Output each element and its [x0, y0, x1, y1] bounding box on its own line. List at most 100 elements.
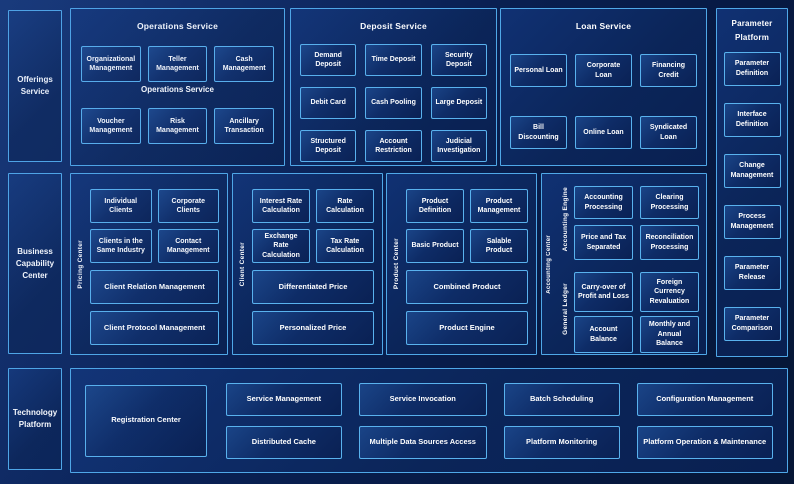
- module-interface-definition: Interface Definition: [723, 102, 781, 137]
- parameter-platform-title: Parameter Platform: [731, 19, 773, 43]
- client-center-content: Interest Rate Calculation Rate Calculati…: [252, 174, 382, 354]
- module-security-deposit: Security Deposit: [430, 44, 487, 76]
- module-online-loan: Online Loan: [575, 116, 632, 149]
- module-salable-product: Salable Product: [470, 229, 528, 263]
- module-exchange-rate-calculation: Exchange Rate Calculation: [252, 229, 310, 263]
- module-account-balance: Account Balance: [574, 316, 633, 353]
- module-personal-loan: Personal Loan: [510, 54, 567, 87]
- module-ancillary-transaction: Ancillary Transaction: [214, 108, 274, 144]
- module-platform-monitoring: Platform Monitoring: [503, 425, 620, 459]
- module-large-deposit: Large Deposit: [430, 87, 487, 119]
- module-distributed-cache: Distributed Cache: [226, 425, 342, 459]
- operations-service-subtitle: Operations Service: [141, 85, 214, 94]
- product-center-panel: Product Center Product Definition Produc…: [386, 173, 537, 355]
- sidebar-technology-platform: Technology Platform: [8, 368, 62, 470]
- module-contact-management: Contact Management: [157, 229, 219, 263]
- module-client-protocol-management: Client Protocol Management: [90, 311, 219, 345]
- module-clients-same-industry: Clients in the Same Industry: [90, 229, 152, 263]
- module-basic-product: Basic Product: [406, 229, 464, 263]
- module-batch-scheduling: Batch Scheduling: [503, 382, 620, 416]
- deposit-service-panel: Deposit Service Demand Deposit Time Depo…: [290, 8, 497, 166]
- general-ledger-label: General Ledger: [561, 283, 569, 335]
- accounting-center-panel: Accounting Center Accounting Engine Acco…: [541, 173, 707, 355]
- client-center-panel: Client Center Interest Rate Calculation …: [232, 173, 383, 355]
- module-reconciliation-processing: Reconciliation Processing: [640, 225, 699, 260]
- module-carry-over-profit-loss: Carry-over of Profit and Loss: [574, 272, 633, 312]
- module-process-management: Process Management: [723, 204, 781, 239]
- module-financing-credit: Financing Credit: [640, 54, 697, 87]
- client-grid: Interest Rate Calculation Rate Calculati…: [252, 189, 374, 263]
- module-debit-card: Debit Card: [300, 87, 357, 119]
- module-cash-management: Cash Management: [214, 46, 274, 82]
- module-service-management: Service Management: [226, 382, 342, 416]
- technology-platform-panel: Registration Center Service Management S…: [70, 368, 788, 473]
- general-ledger-grid: Carry-over of Profit and Loss Foreign Cu…: [574, 272, 699, 354]
- module-teller-management: Teller Management: [147, 46, 208, 82]
- module-personalized-price: Personalized Price: [252, 311, 374, 345]
- module-parameter-definition: Parameter Definition: [723, 51, 781, 86]
- module-risk-management: Risk Management: [147, 108, 208, 144]
- accounting-center-label: Accounting Center: [546, 234, 552, 294]
- technology-platform-grid: Service Management Service Invocation Ba…: [226, 382, 773, 459]
- module-account-restriction: Account Restriction: [365, 130, 422, 162]
- module-foreign-currency-revaluation: Foreign Currency Revaluation: [640, 272, 699, 312]
- client-center-label: Client Center: [239, 241, 246, 287]
- module-platform-operation-maintenance: Platform Operation & Maintenance: [636, 425, 773, 459]
- module-accounting-processing: Accounting Processing: [574, 186, 633, 219]
- module-voucher-management: Voucher Management: [81, 108, 141, 144]
- general-ledger-label-strip: General Ledger: [556, 264, 574, 354]
- loan-grid: Personal Loan Corporate Loan Financing C…: [501, 54, 706, 149]
- module-product-engine: Product Engine: [406, 311, 528, 345]
- module-rate-calculation: Rate Calculation: [316, 189, 374, 223]
- deposit-service-title: Deposit Service: [360, 21, 427, 31]
- deposit-grid: Demand Deposit Time Deposit Security Dep…: [291, 44, 496, 162]
- sidebar-offerings-service: Offerings Service: [8, 10, 62, 162]
- module-product-management: Product Management: [470, 189, 528, 223]
- module-corporate-clients: Corporate Clients: [157, 189, 219, 223]
- module-parameter-comparison: Parameter Comparison: [723, 306, 781, 341]
- parameter-platform-panel: Parameter Platform Parameter Definition …: [716, 8, 788, 357]
- module-service-invocation: Service Invocation: [358, 382, 487, 416]
- product-center-content: Product Definition Product Management Ba…: [406, 174, 536, 354]
- module-corporate-loan: Corporate Loan: [575, 54, 632, 87]
- operations-row-1: Organizational Management Teller Managem…: [71, 46, 284, 82]
- parameter-stack: Parameter Definition Interface Definitio…: [717, 51, 787, 341]
- module-judicial-investigation: Judicial Investigation: [430, 130, 487, 162]
- pricing-center-label: Pricing Center: [77, 239, 84, 289]
- module-cash-pooling: Cash Pooling: [365, 87, 422, 119]
- module-combined-product: Combined Product: [406, 270, 528, 304]
- module-change-management: Change Management: [723, 153, 781, 188]
- loan-service-panel: Loan Service Personal Loan Corporate Loa…: [500, 8, 707, 166]
- module-multiple-data-sources-access: Multiple Data Sources Access: [358, 425, 487, 459]
- accounting-engine-label: Accounting Engine: [561, 186, 569, 252]
- module-bill-discounting: Bill Discounting: [510, 116, 567, 149]
- module-tax-rate-calculation: Tax Rate Calculation: [316, 229, 374, 263]
- module-interest-rate-calculation: Interest Rate Calculation: [252, 189, 310, 223]
- pricing-grid: Individual Clients Corporate Clients Cli…: [90, 189, 219, 263]
- module-clearing-processing: Clearing Processing: [640, 186, 699, 219]
- pricing-center-panel: Pricing Center Individual Clients Corpor…: [70, 173, 228, 355]
- module-configuration-management: Configuration Management: [636, 382, 773, 416]
- module-registration-center: Registration Center: [85, 384, 207, 457]
- module-product-definition: Product Definition: [406, 189, 464, 223]
- module-monthly-annual-balance: Monthly and Annual Balance: [640, 316, 699, 353]
- module-syndicated-loan: Syndicated Loan: [640, 116, 697, 149]
- operations-service-panel: Operations Service Organizational Manage…: [70, 8, 285, 166]
- accounting-center-label-strip: Accounting Center: [542, 174, 556, 354]
- module-client-relation-management: Client Relation Management: [90, 270, 219, 304]
- module-demand-deposit: Demand Deposit: [300, 44, 357, 76]
- pricing-center-content: Individual Clients Corporate Clients Cli…: [90, 174, 227, 354]
- product-center-label: Product Center: [393, 238, 400, 290]
- loan-service-title: Loan Service: [575, 21, 632, 31]
- module-individual-clients: Individual Clients: [90, 189, 152, 223]
- pricing-center-label-strip: Pricing Center: [71, 174, 90, 354]
- accounting-engine-grid: Accounting Processing Clearing Processin…: [574, 186, 699, 264]
- accounting-engine-section: Accounting Engine Accounting Processing …: [556, 174, 699, 264]
- module-organizational-management: Organizational Management: [81, 46, 141, 82]
- operations-row-2: Voucher Management Risk Management Ancil…: [71, 108, 284, 144]
- client-center-label-strip: Client Center: [233, 174, 252, 354]
- module-time-deposit: Time Deposit: [365, 44, 422, 76]
- product-center-label-strip: Product Center: [387, 174, 406, 354]
- product-grid: Product Definition Product Management Ba…: [406, 189, 528, 263]
- accounting-center-body: Accounting Engine Accounting Processing …: [556, 174, 706, 354]
